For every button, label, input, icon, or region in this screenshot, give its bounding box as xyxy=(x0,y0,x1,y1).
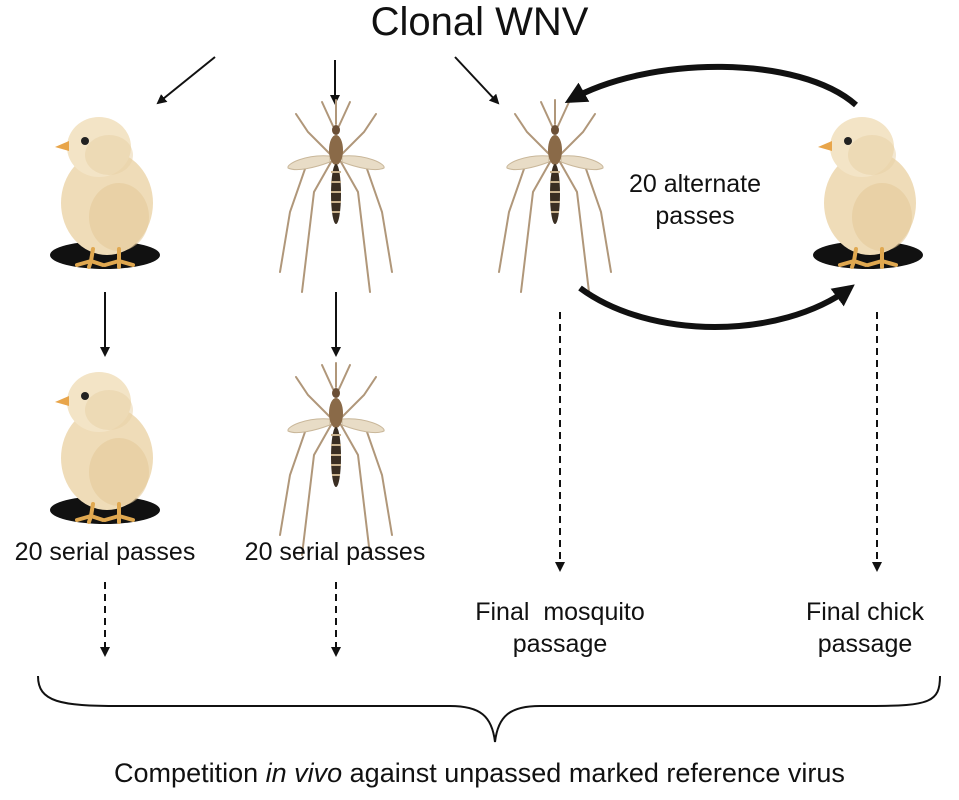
curved-arrow-icon-bottom xyxy=(578,284,855,330)
alternate-passes-label: 20 alternate passes xyxy=(590,168,800,232)
chick-serial-passes-label: 20 serial passes xyxy=(14,538,196,566)
caption-part3: against unpassed marked reference virus xyxy=(342,758,845,788)
final-mosquito-line1: Final mosquito xyxy=(475,598,645,626)
chick-icon-first xyxy=(48,115,162,271)
diagram-title: Clonal WNV xyxy=(370,0,589,44)
alternate-passes-line1: 20 alternate xyxy=(628,170,762,198)
final-mosquito-passage-label: Final mosquito passage xyxy=(455,596,665,660)
final-chick-line1: Final chick xyxy=(805,598,925,626)
final-mosquito-line2: passage xyxy=(512,630,608,658)
chick-icon-second xyxy=(48,370,162,526)
caption-part1: Competition xyxy=(114,758,266,788)
mosquito-serial-passes-label: 20 serial passes xyxy=(244,538,426,566)
caption-in-vivo: in vivo xyxy=(265,758,343,788)
arrow-icon-top-left xyxy=(156,56,216,105)
chick-icon-alternate xyxy=(811,115,925,271)
curved-arrow-icon-top xyxy=(564,63,858,108)
final-chick-passage-label: Final chick passage xyxy=(770,596,959,660)
mosquito-icon-second xyxy=(279,362,393,556)
arrow-icon-top-right xyxy=(454,56,500,105)
alternate-passes-line2: passes xyxy=(655,202,735,230)
competition-caption: Competition in vivo against unpassed mar… xyxy=(0,758,959,789)
mosquito-icon-first xyxy=(279,99,393,293)
final-chick-line2: passage xyxy=(817,630,913,658)
brace-icon xyxy=(37,675,941,743)
